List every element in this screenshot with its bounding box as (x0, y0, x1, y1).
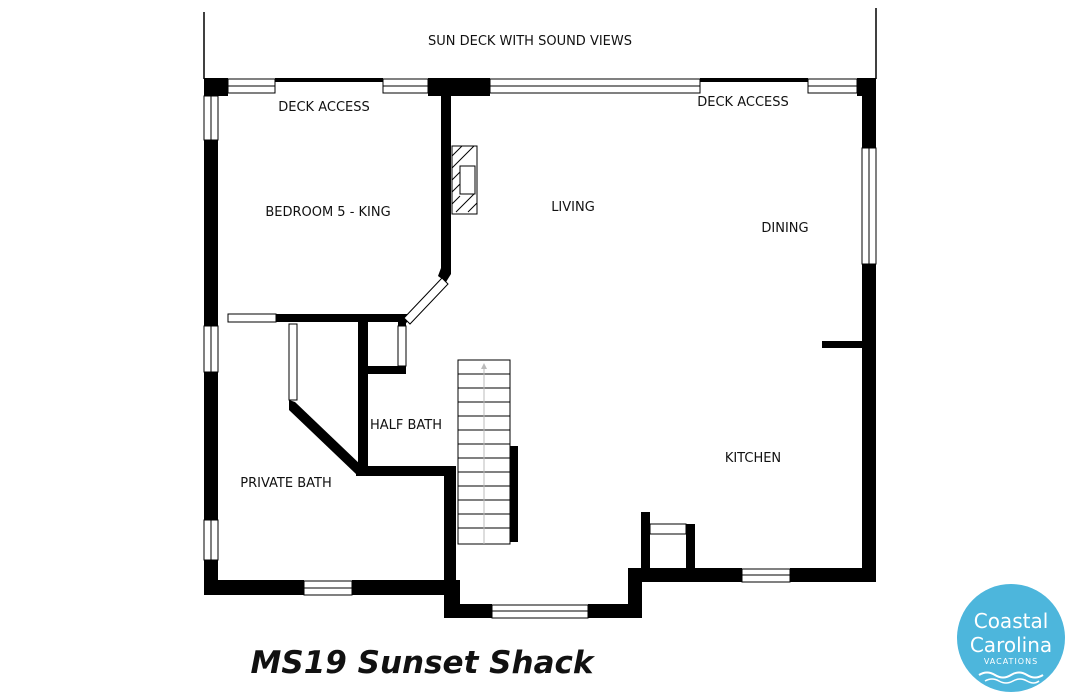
wave-icon-2 (984, 678, 1040, 684)
door-openings (227, 277, 687, 535)
sun-deck-outline (203, 8, 877, 79)
coastal-carolina-logo: Coastal Carolina VACATIONS (957, 584, 1065, 692)
interior-walls (276, 92, 862, 606)
room-label-deck-access-right: DECK ACCESS (697, 95, 789, 110)
logo-line-1: Coastal (974, 609, 1049, 633)
sun-deck-label: SUN DECK WITH SOUND VIEWS (428, 34, 632, 49)
staircase (457, 359, 511, 545)
room-label-private-bath: PRIVATE BATH (240, 476, 331, 491)
wave-icon (978, 671, 1044, 679)
room-label-bedroom: BEDROOM 5 - KING (265, 205, 390, 220)
room-label-dining: DINING (761, 221, 808, 236)
room-label-living: LIVING (551, 200, 595, 215)
room-label-half-bath: HALF BATH (370, 418, 442, 433)
property-title: MS19 Sunset Shack (251, 645, 596, 681)
exterior-walls (204, 78, 876, 618)
fireplace (451, 145, 478, 215)
room-label-deck-access-left: DECK ACCESS (278, 100, 370, 115)
logo-line-3: VACATIONS (984, 657, 1038, 666)
windows (203, 78, 877, 619)
logo-line-2: Carolina (970, 633, 1052, 657)
room-label-kitchen: KITCHEN (725, 451, 781, 466)
